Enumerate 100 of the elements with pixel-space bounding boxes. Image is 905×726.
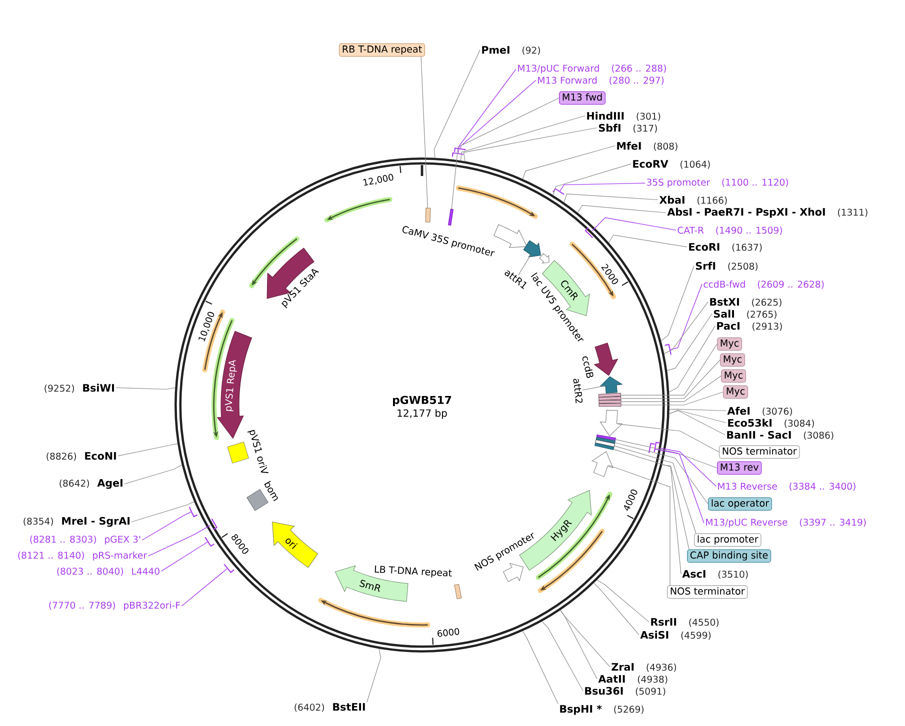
leader-line (613, 449, 690, 550)
primer-mark (552, 188, 564, 195)
leader-line (608, 464, 670, 586)
feature-label: CaMV 35S promoter (402, 226, 495, 256)
feature-tag: lac operator (708, 497, 772, 511)
position-label: (5269) (614, 706, 644, 714)
position-label: (8826) (46, 452, 76, 461)
position-label: (4938) (638, 676, 668, 684)
feature-tag: lac promoter (694, 533, 762, 547)
enzyme-label: BanII - SacI (727, 430, 791, 439)
enzyme-label: BspHI * (560, 704, 602, 715)
leader-line (620, 376, 722, 402)
map-title: pGWB517 (393, 396, 452, 406)
primer-mark (664, 344, 672, 355)
leader-line (181, 568, 228, 606)
primer-mark (452, 152, 464, 157)
tick-label: 6000 (438, 628, 460, 637)
enzyme-label: MfeI (617, 142, 641, 150)
enzyme-label: BstXI (710, 298, 739, 306)
position-label: (8121 .. 8140) (18, 552, 84, 560)
leader-line (160, 542, 208, 572)
enzyme-label: MreI - SgrAI (62, 516, 130, 527)
enzyme-label: RsrII (651, 618, 676, 626)
primer-label: M13/pUC Reverse (706, 518, 788, 528)
leader-line (620, 344, 718, 396)
leader-line (660, 265, 694, 342)
enzyme-label: ZraI (612, 663, 634, 671)
leader-line (522, 630, 558, 704)
leader-line (669, 410, 726, 424)
leader-line (458, 68, 516, 154)
primer-label: pGEX 3' (105, 536, 140, 545)
position-label: (3086) (804, 432, 834, 440)
enzyme-label: Eco53kI (728, 418, 772, 427)
leader-line (664, 302, 708, 354)
feature-tag: NOS terminator (719, 445, 800, 459)
leader-line (614, 446, 696, 534)
position-label: (317) (634, 124, 657, 133)
leader-line (564, 194, 658, 203)
primer-label: L4440 (132, 568, 160, 575)
leader-line (662, 464, 682, 574)
leader-line (142, 512, 192, 540)
leader-line (620, 360, 720, 399)
feature-tag: RB T-DNA repeat (339, 43, 426, 57)
position-label: (2609 .. 2628) (758, 280, 824, 289)
position-label: (2913) (752, 322, 782, 331)
leader-line (366, 648, 382, 702)
feature-bar (596, 434, 616, 440)
position-label: (3397 .. 3419) (800, 518, 866, 527)
leader-line (148, 525, 211, 556)
feature-tag: NOS terminator (667, 585, 748, 599)
leader-line (118, 443, 178, 456)
primer-label: ccdB-fwd (704, 280, 745, 288)
primer-mark (211, 518, 218, 530)
position-label: (2765) (747, 310, 776, 319)
position-label: (2625) (752, 298, 782, 307)
feature-tag: Myc (723, 385, 748, 399)
tick-label: 12,000 (363, 174, 394, 186)
position-label: (280 .. 297) (610, 76, 664, 85)
position-label: (8281 .. 8303) (30, 536, 96, 544)
leader-line (614, 442, 708, 504)
position-label: (9252) (44, 384, 74, 393)
feature-bar (594, 442, 614, 450)
position-label: (4936) (646, 664, 676, 672)
feature-tag: CAP binding site (687, 549, 772, 563)
feature-bar (595, 439, 615, 447)
leader-line (582, 385, 606, 390)
enzyme-label: BsiWI (83, 384, 114, 392)
primer-mark (454, 148, 466, 152)
primer-mark (224, 564, 234, 573)
feature-bar (448, 208, 454, 226)
primer-label: M13 Forward (538, 76, 597, 84)
feature-bar (598, 400, 622, 404)
position-label: (8354) (24, 518, 53, 526)
feature-tag: M13 fwd (559, 91, 606, 105)
position-label: (3084) (784, 420, 814, 428)
leader-line (560, 182, 646, 192)
feature-tag: Myc (720, 353, 746, 367)
leader-line (670, 284, 702, 350)
enzyme-label: AbsI - PaeR7I - PspXI - XhoI (667, 208, 825, 218)
enzyme-label: AgeI (97, 479, 122, 489)
feature-block (539, 253, 550, 264)
enzyme-label: AfeI (727, 406, 750, 415)
leader-line (420, 56, 428, 208)
leader-line (518, 254, 532, 276)
position-label: (3384 .. 3400) (790, 482, 856, 491)
feature-bar (598, 396, 622, 400)
feature-tag: M13 rev (717, 461, 762, 475)
primer-mark (584, 227, 593, 238)
position-label: (1490 .. 1509) (716, 226, 782, 235)
feature-block (600, 410, 623, 436)
leader-line (463, 127, 598, 162)
feature-label: attR2 (573, 378, 583, 404)
leader-line (669, 410, 726, 436)
enzyme-label: AatII (598, 675, 625, 683)
leader-line (668, 326, 716, 392)
primer-mark (654, 442, 660, 452)
primer-label: M13/pUC Forward (518, 64, 599, 74)
leader-line (552, 164, 632, 196)
primer-label: pBR322ori-F (124, 602, 180, 611)
enzyme-label: PacI (717, 322, 740, 330)
